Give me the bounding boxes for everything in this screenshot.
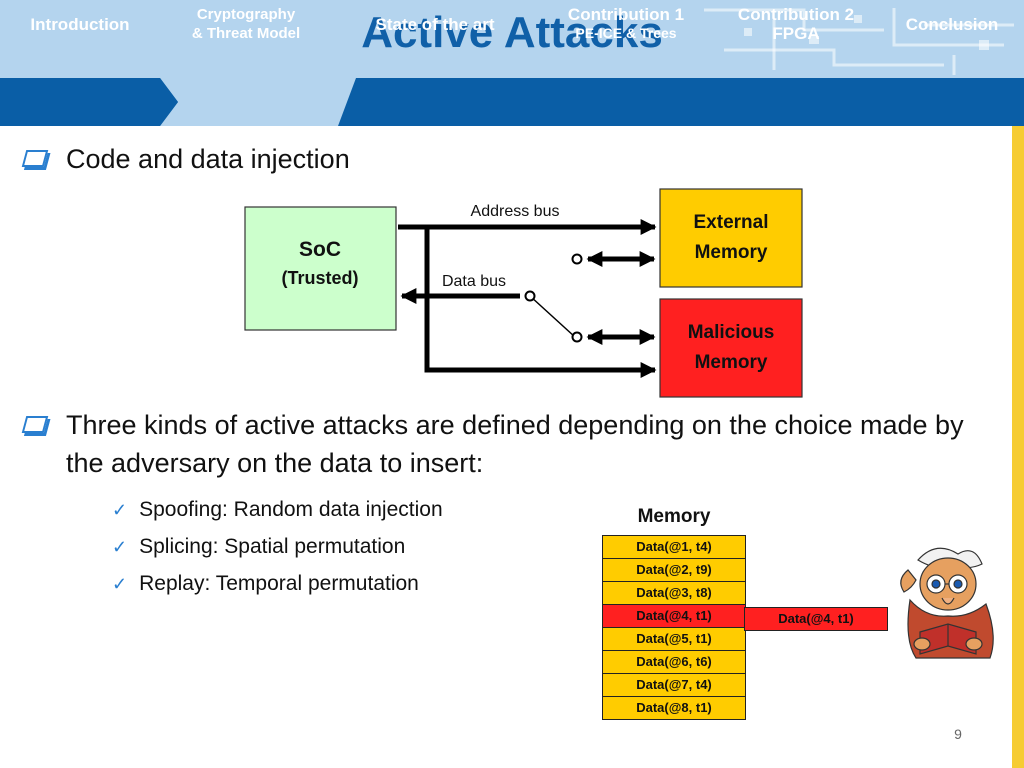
nav-tab-crypto-line2: & Threat Model bbox=[191, 25, 301, 42]
data-bus-label: Data bus bbox=[442, 273, 506, 290]
memory-row: Data(@8, t1) bbox=[602, 696, 746, 720]
checkmark-icon: ✓ bbox=[112, 574, 128, 594]
nav-tab-contribution-1[interactable]: Contribution 1 PE-ICE & Trees bbox=[546, 0, 706, 48]
switch-pivot bbox=[524, 290, 536, 302]
malicious-memory-label-2: Memory bbox=[695, 352, 768, 373]
sub-bullet-replay: ✓ Replay: Temporal permutation bbox=[112, 571, 419, 597]
sub-bullet-text: Spoofing: Random data injection bbox=[139, 498, 443, 521]
address-bus-label: Address bus bbox=[471, 203, 560, 220]
soc-label: SoC bbox=[299, 238, 341, 261]
right-accent-bar bbox=[1012, 126, 1024, 768]
sub-bullet-spoofing: ✓ Spoofing: Random data injection bbox=[112, 497, 443, 523]
memory-table: Data(@1, t4) Data(@2, t9) Data(@3, t8) D… bbox=[602, 535, 746, 720]
soc-trusted-label: (Trusted) bbox=[281, 268, 358, 288]
malicious-memory-label-1: Malicious bbox=[688, 322, 775, 343]
switch-arm bbox=[529, 295, 576, 338]
checkmark-icon: ✓ bbox=[112, 537, 128, 557]
memory-row: Data(@2, t9) bbox=[602, 558, 746, 582]
address-bus-branch bbox=[424, 227, 657, 379]
external-memory-box bbox=[659, 188, 803, 288]
memory-row: Data(@7, t4) bbox=[602, 673, 746, 697]
nav-tab-introduction-label: Introduction bbox=[30, 14, 130, 34]
nav-tab-contrib2-line1: Contribution 2 bbox=[737, 5, 855, 24]
memory-row: Data(@5, t1) bbox=[602, 627, 746, 651]
bullet-box-icon bbox=[21, 416, 49, 433]
active-section-tab-shape bbox=[160, 78, 356, 126]
nav-tab-contrib1-line1: Contribution 1 bbox=[567, 5, 685, 24]
page-number: 9 bbox=[954, 726, 962, 742]
sub-bullet-splicing: ✓ Splicing: Spatial permutation bbox=[112, 534, 405, 560]
nav-tab-state-of-the-art[interactable]: State of the art bbox=[356, 0, 514, 48]
nav-tab-contrib2-line2: FPGA bbox=[772, 24, 820, 43]
memory-row: Data(@6, t6) bbox=[602, 650, 746, 674]
nav-tab-contrib1-line2: PE-ICE & Trees bbox=[575, 25, 677, 41]
nav-tab-state-of-art-label: State of the art bbox=[375, 14, 495, 34]
adversary-reading-illustration bbox=[900, 547, 994, 659]
malicious-memory-box bbox=[659, 298, 803, 398]
switch-contact-external bbox=[571, 253, 583, 265]
sub-bullet-text: Replay: Temporal permutation bbox=[139, 572, 419, 595]
memory-row-replaced: Data(@4, t1) bbox=[602, 604, 746, 628]
nav-tab-conclusion-label: Conclusion bbox=[905, 14, 999, 34]
external-memory-label-2: Memory bbox=[695, 242, 768, 263]
nav-tab-introduction[interactable]: Introduction bbox=[0, 0, 160, 48]
nav-tab-contribution-2[interactable]: Contribution 2 FPGA bbox=[716, 0, 876, 48]
nav-tab-conclusion[interactable]: Conclusion bbox=[884, 0, 1020, 48]
external-memory-label-1: External bbox=[694, 212, 769, 233]
checkmark-icon: ✓ bbox=[112, 500, 128, 520]
memory-row: Data(@3, t8) bbox=[602, 581, 746, 605]
memory-title: Memory bbox=[637, 506, 711, 527]
inserted-data-cell: Data(@4, t1) bbox=[744, 607, 888, 631]
circuit-board-decoration bbox=[704, 8, 1014, 75]
nav-tab-crypto-line1: Cryptography bbox=[196, 6, 296, 23]
page-title: Active Attacks bbox=[361, 8, 663, 57]
sub-bullet-text: Splicing: Spatial permutation bbox=[139, 535, 406, 558]
bullet-code-injection: Code and data injection bbox=[21, 140, 966, 178]
nav-tab-cryptography-threat-model[interactable]: Cryptography & Threat Model bbox=[166, 0, 326, 48]
memory-row: Data(@1, t4) bbox=[602, 535, 746, 559]
bullet-text: Code and data injection bbox=[66, 144, 350, 174]
bullet-text: Three kinds of active attacks are define… bbox=[66, 410, 964, 478]
switch-contact-malicious bbox=[571, 331, 583, 343]
bullet-three-kinds: Three kinds of active attacks are define… bbox=[21, 406, 986, 482]
soc-box bbox=[244, 206, 397, 331]
